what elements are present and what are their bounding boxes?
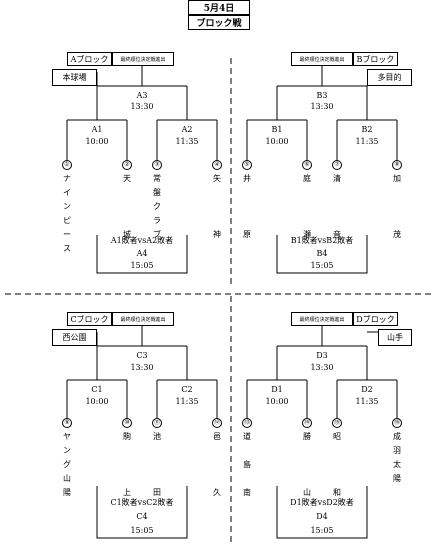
block-d-venue: 山手 [378,329,412,346]
consolation-c-label: C1敗者vsC2敗者 [110,498,174,507]
team-number: ⑬ [242,418,252,428]
team-name: 昭和 [333,432,341,497]
team-number: ⑪ [152,418,162,428]
match-c2-time: 11:35 [175,397,199,406]
block-a-name: Aブロック [67,52,112,66]
team-name: 矢神 [213,174,221,239]
team-name: 駒上 [123,432,131,497]
team-number: ⑨ [62,418,72,428]
match-d2-code: D2 [361,385,373,394]
match-d4-time: 15:05 [310,526,334,535]
block-d-name: Dブロック [353,312,398,326]
match-a3-time: 13:30 [130,102,154,111]
team-name: 勝山 [303,432,311,497]
team-number: ⑭ [302,418,312,428]
team-name: 池田 [153,432,161,497]
team-name: 道島南 [243,432,251,497]
consolation-a-label: A1敗者vsA2敗者 [110,236,174,245]
match-d1-code: D1 [271,385,283,394]
header-date: 5月4日 [188,0,250,15]
team-number: ② [122,160,132,170]
team-number: ⑮ [332,418,342,428]
block-b-final-label: 最終順位決定戦進出 [291,52,353,66]
block-c-venue: 西公園 [52,329,97,346]
team-number: ⑦ [332,160,342,170]
team-name: 邑久 [213,432,221,497]
match-c2-code: C2 [181,385,193,394]
match-d3-time: 13:30 [310,363,334,372]
team-name: 清音 [333,174,341,239]
match-a4-code: A4 [136,249,148,258]
match-b3-code: B3 [316,91,328,100]
match-c3-code: C3 [136,351,148,360]
team-number: ① [62,160,72,170]
match-d3-code: D3 [316,351,328,360]
team-name: 成羽太陽 [393,432,401,483]
team-name: 常盤クラブ [153,174,161,239]
team-number: ⑫ [212,418,222,428]
consolation-d-label: D1敗者vsD2敗者 [290,498,354,507]
match-d2-time: 11:35 [355,397,379,406]
match-c1-code: C1 [91,385,103,394]
match-c4-time: 15:05 [130,526,154,535]
match-b1-code: B1 [271,125,283,134]
match-b4-code: B4 [316,249,328,258]
team-name: 加茂 [393,174,401,239]
match-a3-code: A3 [136,91,148,100]
block-c-final-label: 最終順位決定戦進出 [112,312,174,326]
match-d1-time: 10:00 [265,397,289,406]
match-a1-time: 10:00 [85,137,109,146]
team-number: ⑥ [302,160,312,170]
match-b2-time: 11:35 [355,137,379,146]
match-a4-time: 15:05 [130,261,154,270]
team-number: ⑤ [242,160,252,170]
team-number: ⑩ [122,418,132,428]
match-d4-code: D4 [316,512,328,521]
block-c-name: Cブロック [67,312,112,326]
match-c3-time: 13:30 [130,363,154,372]
team-name: ナインピース [63,174,71,253]
block-b-name: Bブロック [353,52,398,66]
match-a1-code: A1 [91,125,103,134]
match-b1-time: 10:00 [265,137,289,146]
team-name: ヤング山陽 [63,432,71,497]
block-a-venue: 本球場 [52,69,97,86]
team-name: 庭瀬 [303,174,311,239]
block-a-final-label: 最終順位決定戦進出 [112,52,174,66]
match-b4-time: 15:05 [310,261,334,270]
consolation-b-label: B1敗者vsB2敗者 [290,236,354,245]
match-c1-time: 10:00 [85,397,109,406]
team-name: 天城 [123,174,131,239]
team-number: ④ [212,160,222,170]
match-b2-code: B2 [361,125,373,134]
match-a2-time: 11:35 [175,137,199,146]
team-name: 井原 [243,174,251,239]
team-number: ⑧ [392,160,402,170]
match-b3-time: 13:30 [310,102,334,111]
block-b-venue: 多目的 [367,69,412,86]
header-event: ブロック戦 [188,15,250,30]
team-number: ⑯ [392,418,402,428]
block-d-final-label: 最終順位決定戦進出 [291,312,353,326]
team-number: ③ [152,160,162,170]
match-a2-code: A2 [181,125,193,134]
match-c4-code: C4 [136,512,148,521]
